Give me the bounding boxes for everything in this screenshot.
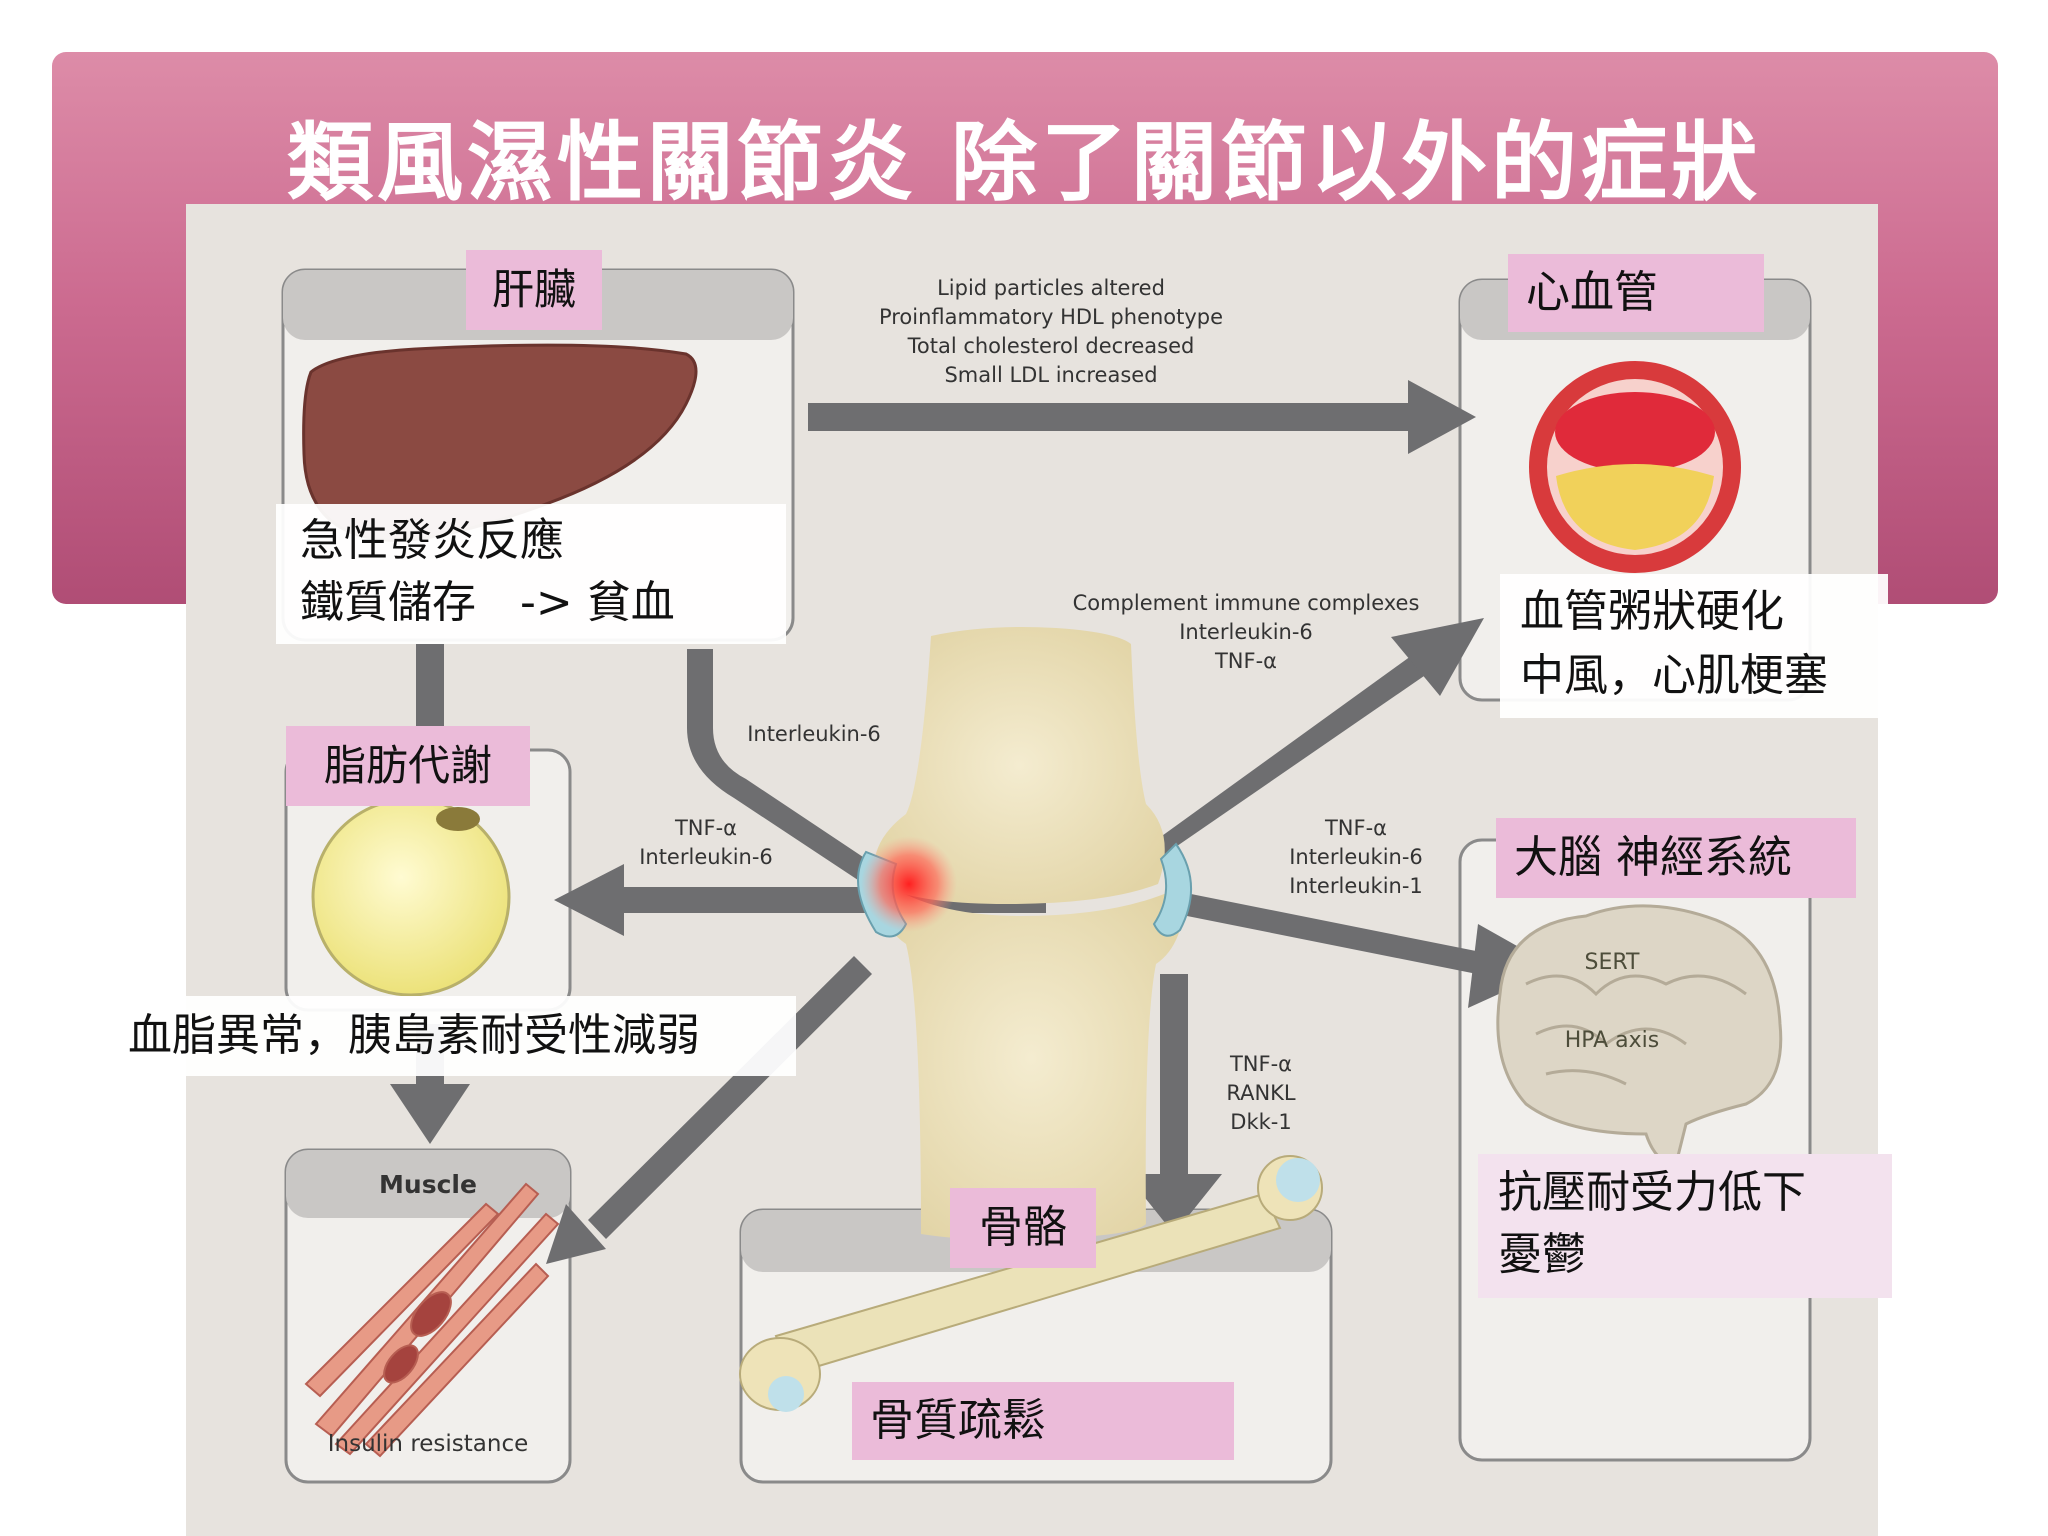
bone-mediator-line: RANKL: [1226, 1081, 1296, 1105]
arrow-joint-brain: [1162, 889, 1486, 975]
arrow-joint-muscle-head: [546, 1204, 606, 1264]
artery-illustration: [1529, 361, 1741, 573]
muscle-illustration: [304, 1182, 560, 1458]
arrow-joint-muscle: [588, 956, 872, 1239]
brain-effect-line: 抗壓耐受力低下: [1498, 1167, 1806, 1218]
complement-line: TNF-α: [1214, 649, 1278, 673]
cardio-effect-line: 血管粥狀硬化: [1520, 586, 1784, 637]
lipid-line: Lipid particles altered: [937, 276, 1165, 300]
liver-effects-box: 急性發炎反應 鐵質儲存 -> 貧血: [276, 504, 786, 644]
arrows: [390, 380, 1556, 1264]
complement-line: Complement immune complexes: [1072, 591, 1420, 615]
brain-mediator-line: Interleukin-1: [1289, 874, 1423, 898]
liver-label: 肝臟: [466, 250, 602, 330]
complement-line: Interleukin-6: [1179, 620, 1313, 644]
bone-mediator-line: TNF-α: [1229, 1052, 1293, 1076]
arrow-joint-cardio-head: [1391, 618, 1484, 696]
arrow-joint-fat-head: [554, 864, 624, 936]
page-title: 類風濕性關節炎 除了關節以外的症狀: [287, 113, 1761, 213]
brain-mediators-text: TNF-α Interleukin-6 Interleukin-1: [1276, 814, 1436, 901]
lipid-line: Proinflammatory HDL phenotype: [878, 305, 1224, 329]
cardio-effects-box: 血管粥狀硬化 中風，心肌梗塞: [1500, 574, 1888, 718]
cardio-effect-line: 中風，心肌梗塞: [1520, 650, 1828, 701]
lipid-line: Total cholesterol decreased: [907, 334, 1195, 358]
femur-illustration: [739, 1155, 1323, 1412]
arrow-joint-cardio: [1148, 656, 1424, 866]
liver-effect-line: 急性發炎反應: [300, 515, 564, 566]
cardio-label: 心血管: [1508, 254, 1764, 332]
arrow-liver-cardio: [808, 403, 1416, 431]
muscle-panel-title: Muscle: [379, 1170, 477, 1199]
arrow-joint-bone: [1160, 974, 1188, 1184]
liver-illustration: [302, 343, 698, 542]
knee-joint-illustration: [857, 627, 1192, 1241]
complement-text: Complement immune complexes Interleukin-…: [1066, 589, 1426, 676]
hpa-axis-label: HPA axis: [1564, 1028, 1660, 1053]
insulin-resistance-caption: Insulin resistance: [327, 1431, 529, 1457]
brain-mediator-line: Interleukin-6: [1289, 845, 1423, 869]
arrow-fat-muscle-head: [390, 1084, 470, 1144]
arrow-liver-cardio-head: [1408, 380, 1476, 454]
sert-label: SERT: [1584, 950, 1640, 975]
bone-mediators-text: TNF-α RANKL Dkk-1: [1206, 1050, 1316, 1137]
fat-mediator-line: TNF-α: [674, 816, 738, 840]
fat-mediators-text: TNF-α Interleukin-6: [626, 814, 786, 872]
fat-cell-illustration: [311, 797, 511, 997]
bone-effects-box: 骨質疏鬆: [852, 1382, 1234, 1460]
fat-mediator-line: Interleukin-6: [639, 845, 773, 869]
bone-label: 骨骼: [950, 1188, 1096, 1268]
brain-label: 大腦 神經系統: [1496, 818, 1856, 898]
brain-mediator-line: TNF-α: [1324, 816, 1388, 840]
fat-label: 脂肪代謝: [286, 726, 530, 806]
brain-illustration: [1496, 904, 1783, 1166]
lipid-effects-text: Lipid particles altered Proinflammatory …: [851, 274, 1251, 390]
fat-effects-box: 血脂異常，胰島素耐受性減弱: [108, 996, 796, 1076]
bone-mediator-line: Dkk-1: [1230, 1110, 1292, 1134]
lipid-line: Small LDL increased: [944, 363, 1158, 387]
liver-effect-line: 鐵質儲存 -> 貧血: [300, 577, 675, 628]
brain-effects-box: 抗壓耐受力低下 憂鬱: [1478, 1154, 1892, 1298]
arrow-joint-bone-head: [1126, 1174, 1222, 1234]
brain-effect-line: 憂鬱: [1498, 1229, 1586, 1280]
il6-liver-text: Interleukin-6: [747, 722, 881, 746]
